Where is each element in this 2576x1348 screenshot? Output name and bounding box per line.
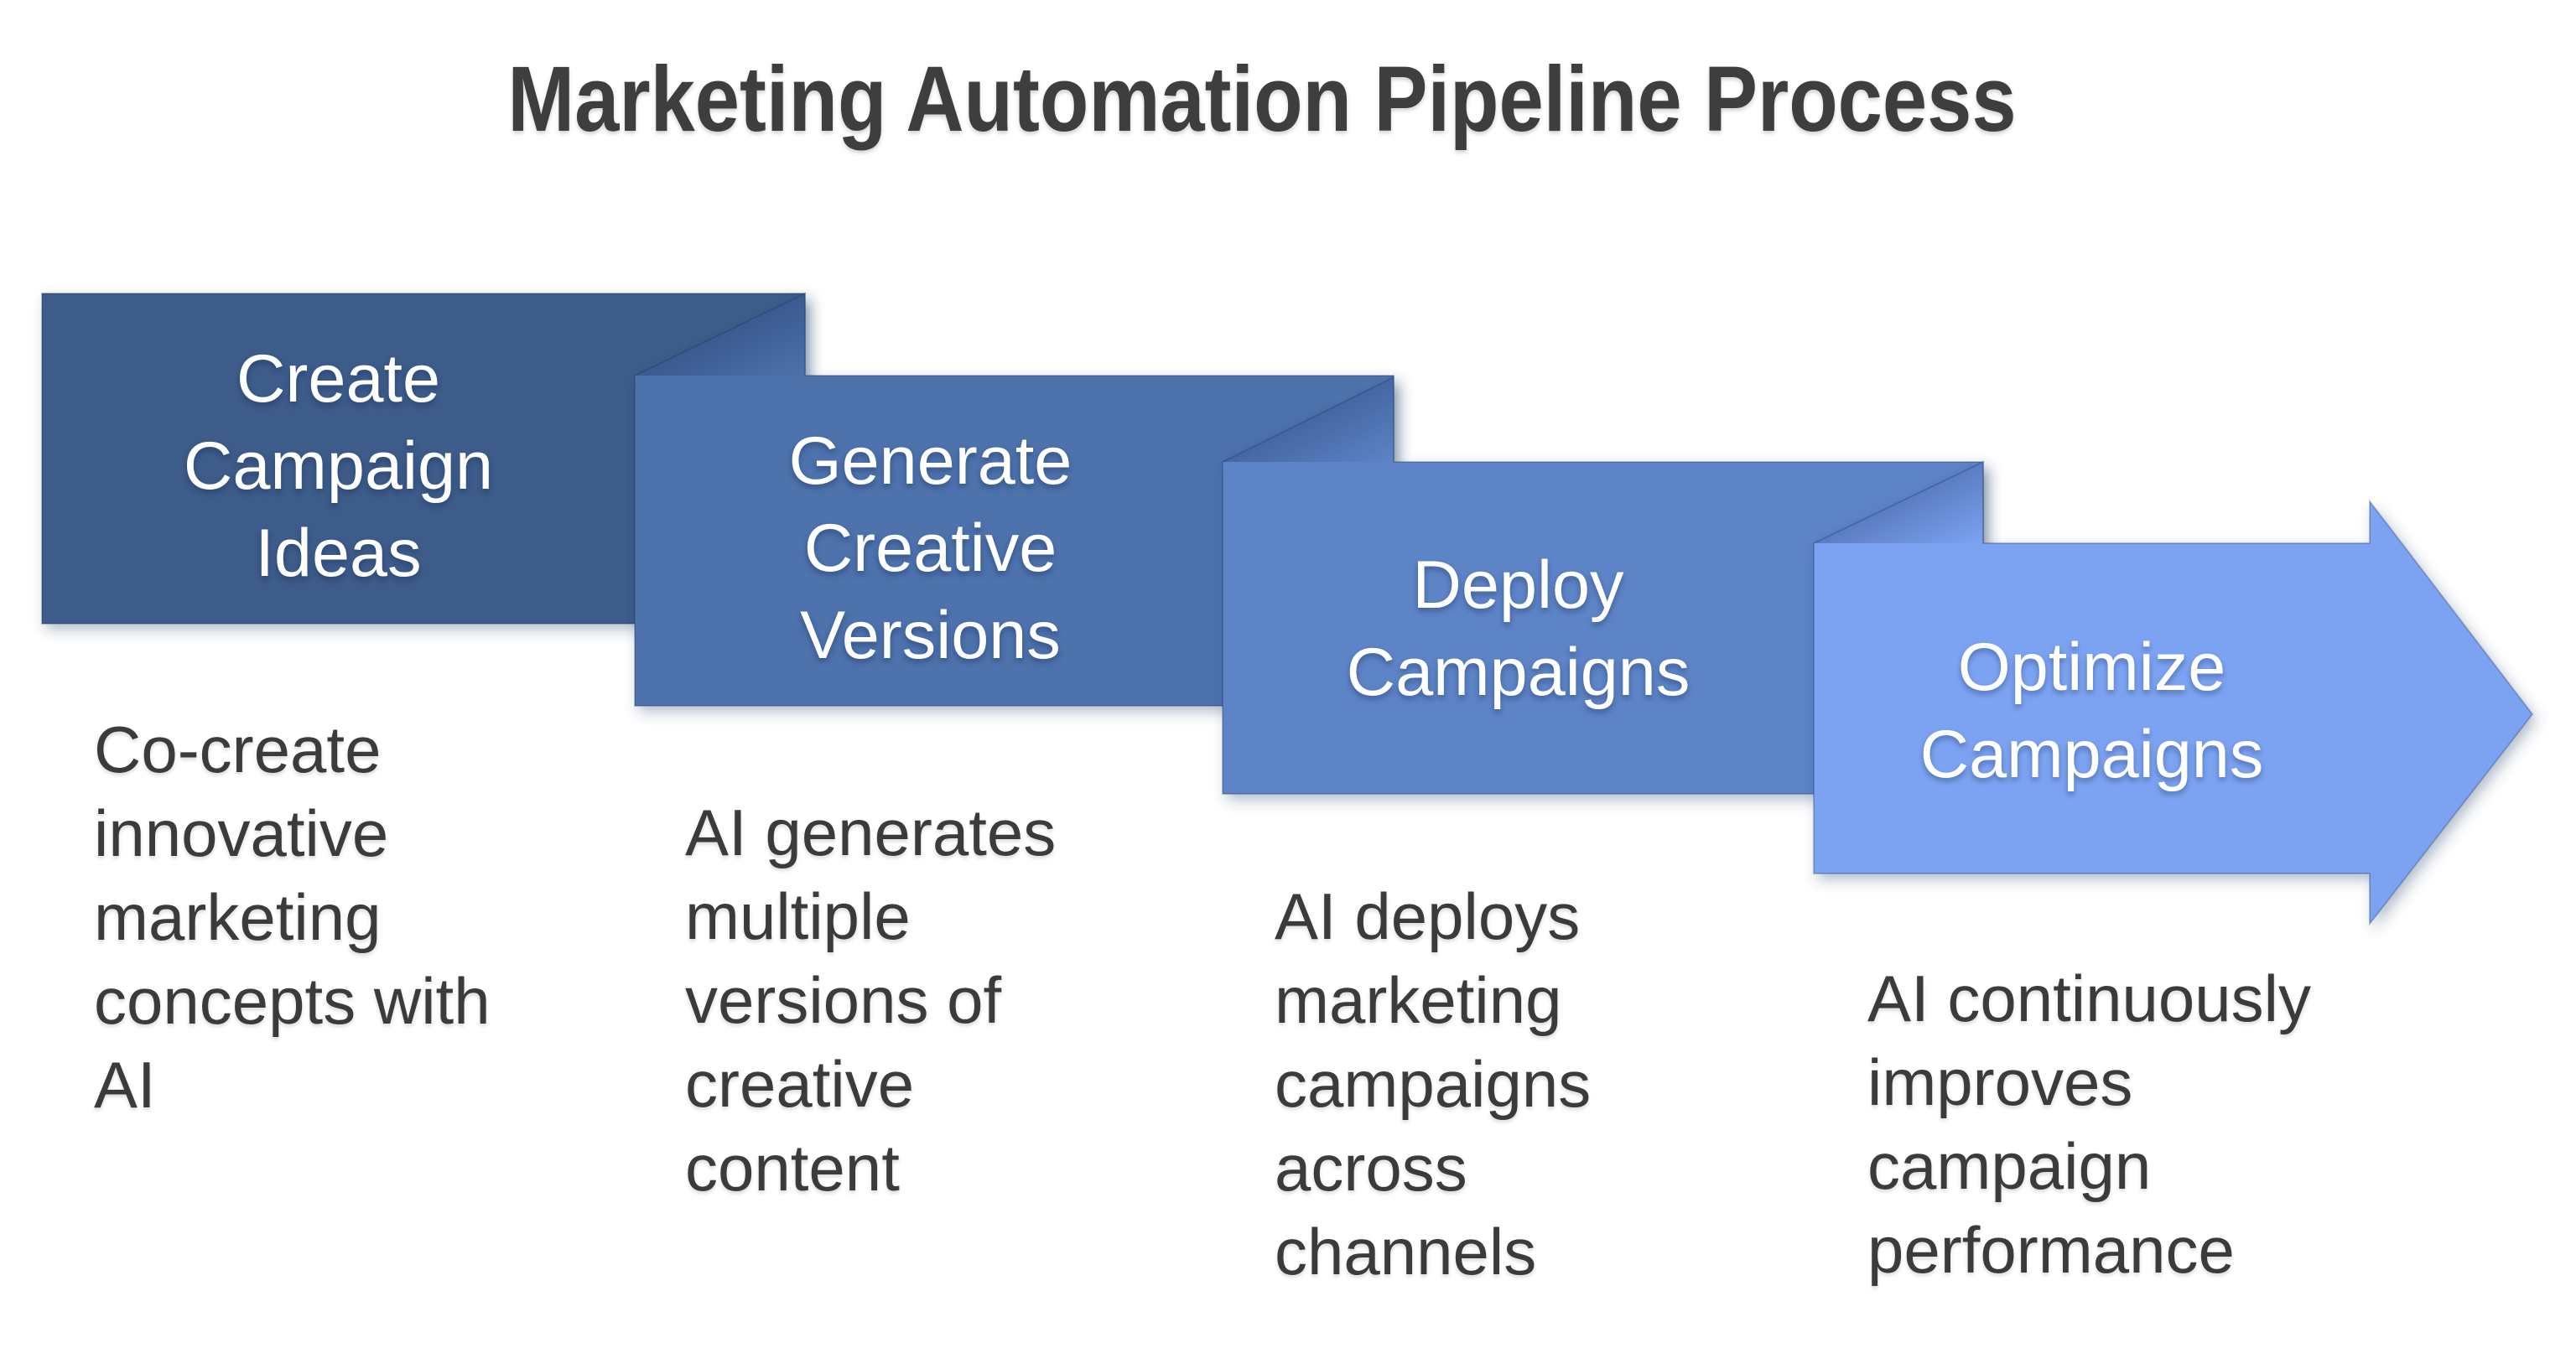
stage-2-desc-line: versions of [685,963,1002,1037]
stage-4-desc-line: improves [1867,1045,2133,1119]
stage-1-desc-line: Co-create [94,713,382,786]
stage-2-label-line: Creative [803,511,1057,586]
stage-1-desc-line: AI [94,1048,156,1122]
stage-2-fold-shading [635,293,805,376]
stage-2-desc-line: creative [685,1047,915,1121]
stage-2-desc-line: multiple [685,879,911,953]
stage-4-label-line: Optimize [1957,630,2226,705]
stage-2-label-line: Versions [800,598,1061,673]
stage-2-desc-line: content [685,1131,900,1205]
stage-4-label-line: Campaigns [1919,717,2264,792]
stage-3-desc-line: AI deploys [1275,879,1581,953]
stage-2-desc-line: AI generates [685,796,1057,869]
stage-4-label: Optimize Campaigns [1814,624,2370,798]
stage-1-label-line: Create [236,341,441,417]
stage-1-desc-line: concepts with [94,964,491,1038]
stage-4-desc-line: campaign [1867,1129,2152,1203]
stage-3-desc-line: marketing [1275,963,1562,1037]
stage-3-desc-line: across [1275,1131,1467,1205]
page-title: Marketing Automation Pipeline Process [507,48,2017,151]
stage-1-desc-line: innovative [94,796,389,870]
stage-3-label: Deploy Campaigns [1223,542,1814,716]
stage-4-desc-line: AI continuously [1867,962,2311,1035]
stage-3-description: AI deploys marketing campaigns across ch… [1275,874,1820,1294]
stage-2-description: AI generates multiple versions of creati… [685,791,1230,1210]
stage-3-fold-shading [1223,377,1394,462]
stage-1-label: Create Campaign Ideas [42,335,635,597]
stage-4-desc-line: performance [1867,1213,2235,1287]
stage-3-label-line: Campaigns [1346,635,1690,710]
stage-1-description: Co-create innovative marketing concepts … [94,708,639,1127]
stage-2-label-line: Generate [788,423,1072,499]
stage-3-desc-line: campaigns [1275,1047,1592,1121]
stage-1-label-line: Ideas [255,516,422,591]
stage-3-label-line: Deploy [1412,547,1624,623]
stage-1-desc-line: marketing [94,880,382,954]
stage-4-fold-shading [1814,462,1983,543]
stage-2-label: Generate Creative Versions [635,417,1226,679]
stage-4-arrow-shape [1813,460,2534,926]
stage-1-label-line: Campaign [183,428,494,504]
stage-3-desc-line: channels [1275,1215,1537,1288]
stage-4-description: AI continuously improves campaign perfor… [1867,957,2412,1292]
